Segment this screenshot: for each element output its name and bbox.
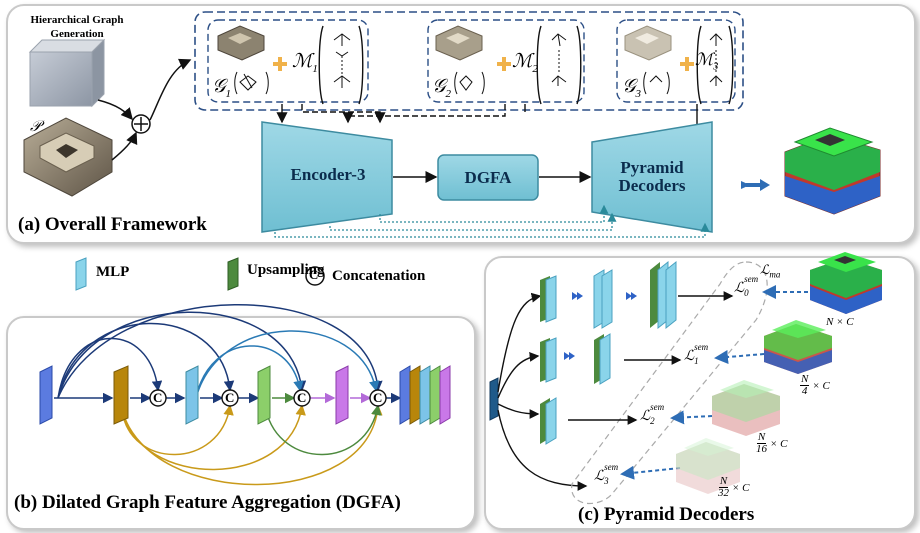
graph-level-2-building — [435, 25, 483, 61]
dgfa-concat-1-label: C — [153, 390, 163, 405]
dgfa-orange-feature — [113, 365, 129, 425]
legend-upsampling-label: Upsampling — [247, 262, 325, 278]
scale-0-label: N × C — [826, 316, 854, 328]
dgfa-concat-3-label: C — [297, 390, 307, 405]
loss-aggregation-outline — [571, 261, 768, 505]
scale-1-label: N 4 × C — [800, 373, 830, 397]
input-pointcloud-icon — [23, 117, 113, 197]
dgfa-concat-2-label: C — [225, 390, 235, 405]
dgfa-input-feature — [39, 365, 53, 425]
decoder-row-0 — [540, 260, 677, 330]
graph-level-3-building — [624, 25, 672, 61]
legend-mlp-icon — [75, 257, 87, 291]
dgfa-concat-2 — [221, 389, 239, 407]
hierarchical-graph-label: Hierarchical Graph Generation — [30, 14, 124, 40]
graph-level-1-g: 𝒢1 — [212, 76, 232, 100]
decoder-output-building-1 — [764, 320, 832, 374]
graph-level-2-m: ℳ2 — [512, 51, 538, 75]
legend-concat-icon — [305, 266, 325, 286]
panel-b-caption: (b) Dilated Graph Feature Aggregation (D… — [14, 492, 401, 513]
dgfa-block — [437, 154, 539, 201]
graph-level-1-m: ℳ1 — [292, 51, 318, 75]
graph-generation-cube-icon — [28, 38, 106, 108]
plus-signs — [273, 57, 694, 71]
dgfa-purple-feature — [335, 365, 349, 425]
decoder-output-building-2 — [712, 380, 780, 436]
legend-mlp-label: MLP — [96, 264, 130, 280]
output-segmented-building — [784, 127, 881, 215]
scale-3-label: N 32 × C — [718, 475, 750, 499]
graph-level-1-building — [217, 25, 265, 61]
dgfa-concat-4-label: C — [373, 390, 383, 405]
dgfa-label: DGFA — [464, 167, 512, 187]
decoder-block — [591, 121, 713, 233]
decoders-label: Pyramid Decoders — [618, 158, 686, 195]
dgfa-green-feature — [257, 365, 271, 425]
loss-ma-label: ℒma — [760, 262, 781, 280]
encoder-label: Encoder-3 — [290, 165, 366, 185]
scale-2-label: N 16 × C — [756, 431, 788, 455]
decoder-output-building-3 — [676, 438, 740, 494]
graph-level-3-m: ℳ3 — [695, 50, 719, 73]
dgfa-concat-1 — [149, 389, 167, 407]
panel-c-caption: (c) Pyramid Decoders — [578, 504, 755, 525]
decoder-row-1 — [540, 333, 611, 385]
graph-levels-dashed-box — [194, 11, 744, 111]
output-arrow-icon — [741, 179, 770, 191]
legend-concat-label: Concatenation — [332, 268, 426, 284]
dgfa-concat-4 — [369, 389, 387, 407]
encoder-block — [261, 121, 393, 233]
dgfa-blue-feature — [185, 365, 199, 425]
decoder-row-2 — [540, 397, 557, 445]
dgfa-concat-3 — [293, 389, 311, 407]
decoder-output-building-0 — [810, 252, 882, 314]
decoder-input-feature — [489, 377, 499, 421]
graph-level-3-g: 𝒢3 — [622, 76, 642, 100]
legend-concat-symbol: C — [309, 267, 319, 282]
panel-a-caption: (a) Overall Framework — [18, 214, 207, 235]
graph-level-2-g: 𝒢2 — [432, 76, 452, 100]
input-symbol: 𝒫 — [30, 119, 41, 135]
graph-doodles — [234, 33, 723, 95]
legend-upsampling-icon — [227, 257, 239, 291]
